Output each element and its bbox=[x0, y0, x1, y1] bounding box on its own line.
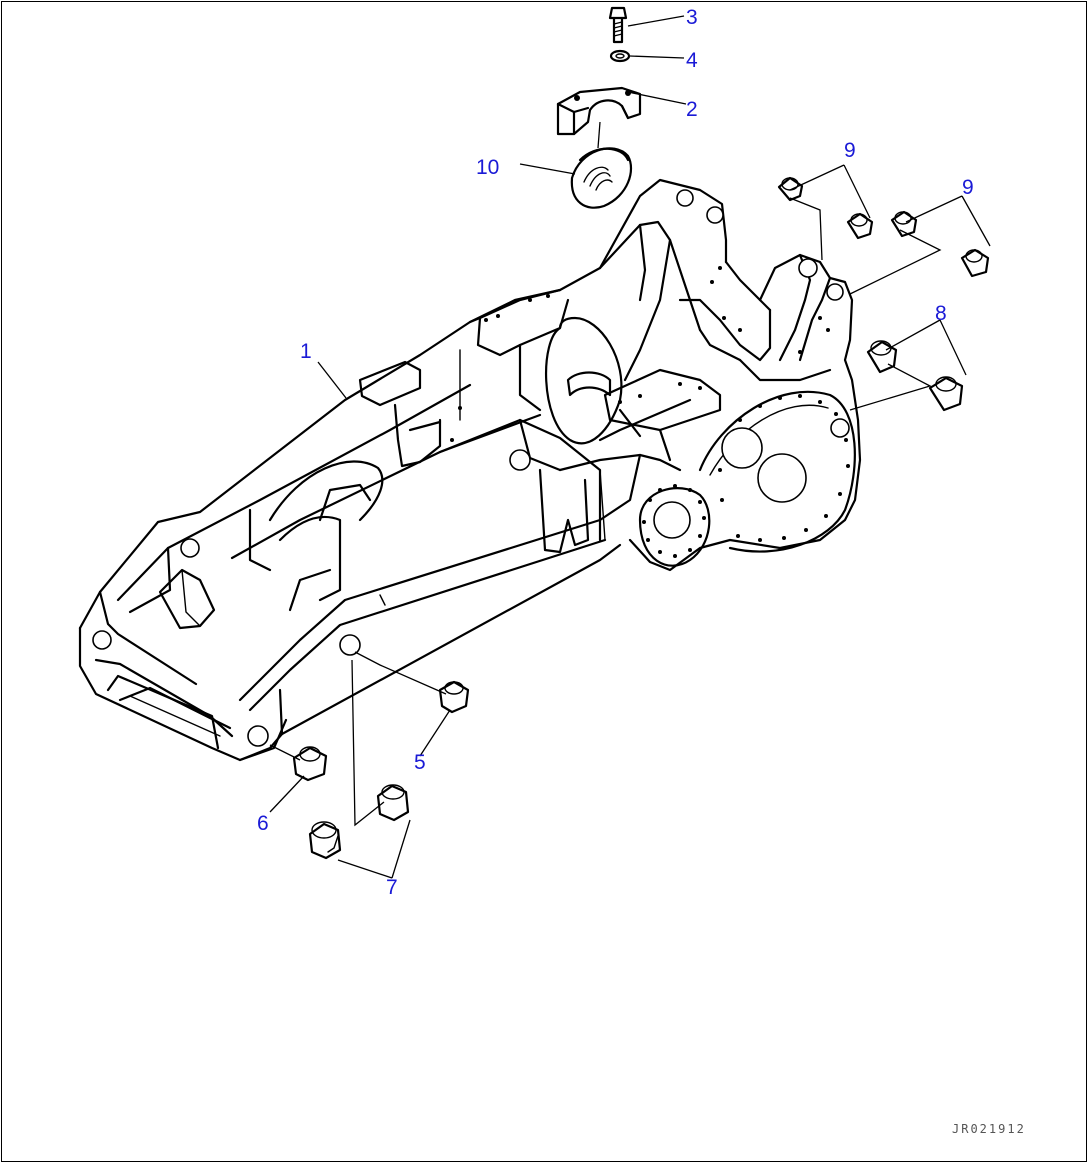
callout-6: 6 bbox=[257, 812, 269, 835]
callout-2: 2 bbox=[686, 98, 698, 121]
bearing-ring bbox=[570, 147, 633, 209]
bushing-5 bbox=[438, 680, 470, 714]
drawing-code: JR021912 bbox=[952, 1122, 1026, 1136]
bushing-pair-9b bbox=[890, 210, 990, 278]
callout-7: 7 bbox=[386, 876, 398, 899]
callouts: 1 2 3 4 5 6 7 8 9 9 10 bbox=[257, 6, 974, 899]
bushing-pair-7 bbox=[308, 784, 410, 860]
bolt-holes bbox=[450, 266, 850, 558]
bushing-pair-9a bbox=[777, 176, 874, 240]
main-frame bbox=[78, 178, 862, 762]
callout-8: 8 bbox=[935, 302, 947, 325]
washer bbox=[609, 49, 631, 63]
callout-9b: 9 bbox=[962, 176, 974, 199]
callout-4: 4 bbox=[686, 49, 698, 72]
callout-5: 5 bbox=[414, 751, 426, 774]
bushing-pair-8 bbox=[866, 340, 964, 412]
callout-1: 1 bbox=[300, 340, 312, 363]
leader-lines bbox=[269, 15, 991, 879]
callout-9a: 9 bbox=[844, 139, 856, 162]
bushing-6 bbox=[292, 746, 328, 782]
callout-3: 3 bbox=[686, 6, 698, 29]
callout-10: 10 bbox=[476, 156, 499, 179]
cap-block bbox=[556, 86, 642, 136]
bolt bbox=[608, 6, 628, 44]
